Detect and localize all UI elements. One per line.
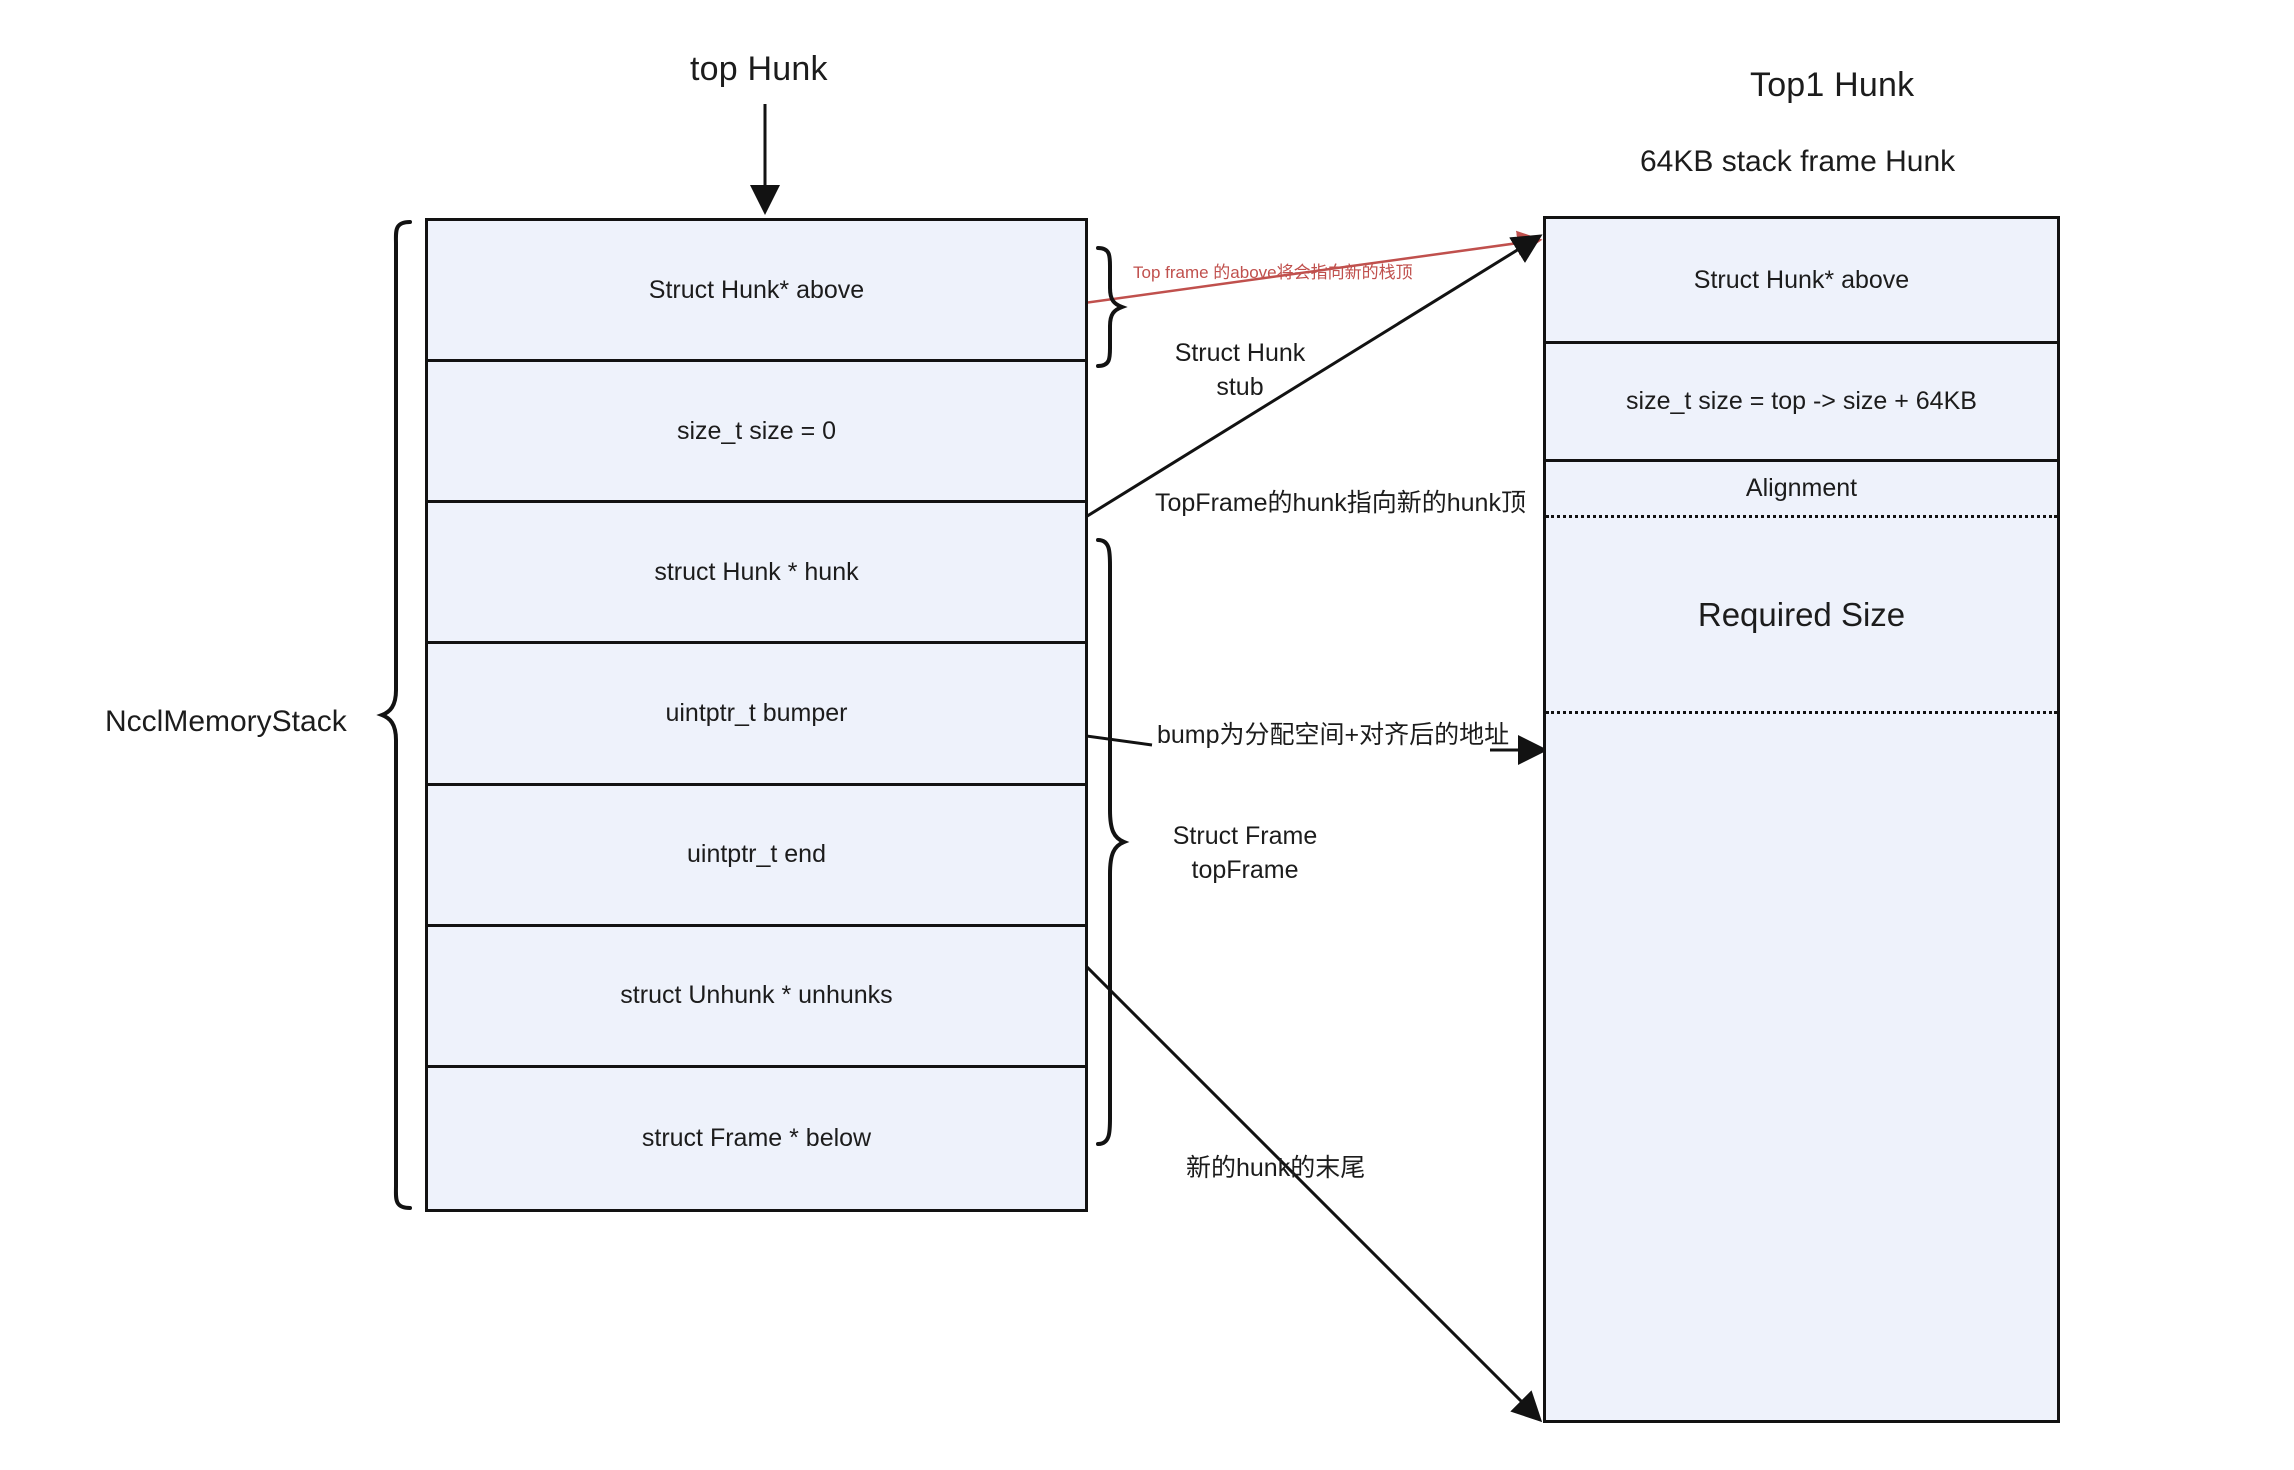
annotation-top-frame-above: Top frame 的above将会指向新的栈顶	[1133, 263, 1413, 282]
table-row: size_t size = top -> size + 64KB	[1546, 344, 2057, 462]
annotation-topframe-hunk: TopFrame的hunk指向新的hunk顶	[1155, 489, 1526, 517]
struct-frame-topframe-label: Struct Frame topFrame	[1172, 822, 1318, 884]
table-row: Struct Hunk* above	[428, 221, 1085, 363]
nccl-memory-stack-brace	[376, 220, 412, 1210]
struct-hunk-stub-brace	[1096, 246, 1128, 368]
annotation-bump-addr: bump为分配空间+对齐后的地址	[1157, 721, 1510, 749]
right-hunk-subtitle: 64KB stack frame Hunk	[1640, 145, 1956, 178]
table-row-alignment: Alignment	[1546, 462, 2057, 518]
struct-frame-topframe-brace	[1096, 538, 1130, 1146]
table-row: struct Frame * below	[428, 1067, 1085, 1209]
table-row: Struct Hunk* above	[1546, 219, 2057, 344]
nccl-memory-stack-label: NcclMemoryStack	[105, 705, 347, 738]
left-hunk-title: top Hunk	[690, 50, 828, 88]
table-row: size_t size = 0	[428, 362, 1085, 504]
table-row: uintptr_t end	[428, 785, 1085, 927]
table-row: uintptr_t bumper	[428, 644, 1085, 786]
table-row: struct Hunk * hunk	[428, 503, 1085, 645]
struct-hunk-stub-label: Struct Hunk stub	[1174, 339, 1306, 401]
table-row: struct Unhunk * unhunks	[428, 926, 1085, 1068]
table-row-required-size: Required Size	[1546, 518, 2057, 714]
right-hunk-table: Struct Hunk* above size_t size = top -> …	[1543, 216, 2060, 1423]
table-row-free-space	[1546, 714, 2057, 1420]
right-hunk-title: Top1 Hunk	[1750, 66, 1915, 104]
annotation-new-hunk-end: 新的hunk的末尾	[1186, 1154, 1366, 1182]
left-hunk-table: Struct Hunk* above size_t size = 0 struc…	[425, 218, 1088, 1212]
